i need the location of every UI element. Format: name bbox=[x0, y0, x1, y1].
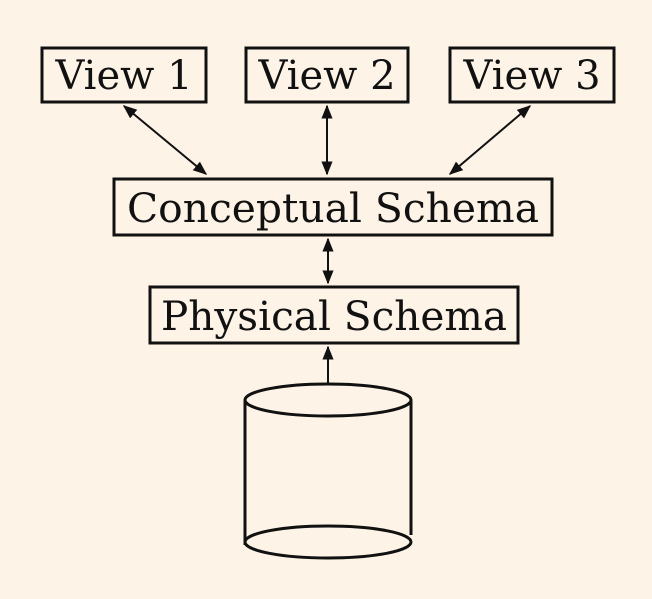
cylinder-bottom bbox=[243, 524, 413, 560]
conceptual-schema-box bbox=[112, 177, 554, 237]
view-2-label: View 2 bbox=[257, 53, 395, 99]
view-3-label: View 3 bbox=[462, 53, 600, 99]
view-2-box bbox=[244, 46, 410, 104]
view-3-node: View 3 bbox=[448, 46, 616, 104]
view-1-node: View 1 bbox=[40, 46, 208, 104]
conceptual-schema-node: Conceptual Schema bbox=[112, 177, 554, 237]
database-cylinder-icon bbox=[243, 382, 413, 560]
physical-schema-box bbox=[148, 285, 520, 345]
view-2-node: View 2 bbox=[244, 46, 410, 104]
physical-schema-label: Physical Schema bbox=[161, 294, 507, 340]
arrow-view-3-conceptual bbox=[448, 105, 532, 175]
cylinder-top bbox=[243, 382, 413, 418]
arrow-view-1-conceptual bbox=[122, 105, 208, 175]
physical-schema-node: Physical Schema bbox=[148, 285, 520, 345]
conceptual-schema-label: Conceptual Schema bbox=[127, 186, 539, 232]
view-1-box bbox=[40, 46, 208, 104]
view-1-label: View 1 bbox=[54, 53, 192, 99]
view-3-box bbox=[448, 46, 616, 104]
